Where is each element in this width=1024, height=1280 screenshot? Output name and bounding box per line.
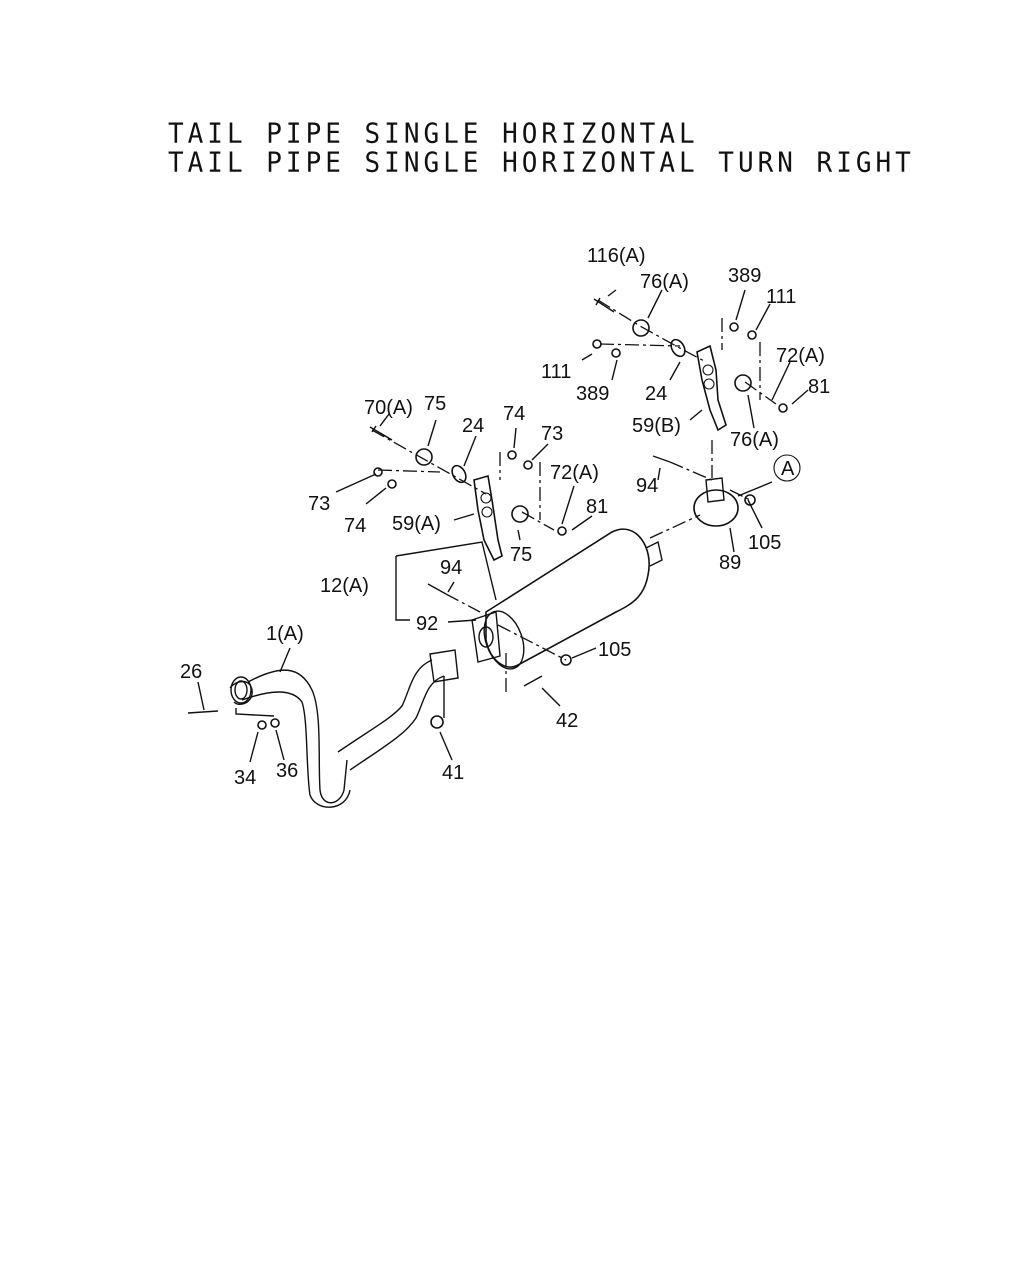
callout-12a: 12(A) [320,575,369,597]
callout-labels: 116(A) 76(A) 389 111 111 389 24 72(A) 81… [180,245,830,789]
exhaust-pipe [229,649,459,808]
callout-75-top: 75 [424,393,446,415]
callout-81-right: 81 [808,376,830,398]
callout-42: 42 [556,710,578,732]
callout-24-right: 24 [645,383,667,405]
leader-lines [197,289,809,763]
callout-389-mid: 389 [576,383,609,405]
callout-73-left: 73 [308,493,330,515]
callout-116a: 116(A) [587,245,646,267]
callout-89: 89 [719,552,741,574]
clamp-89 [652,455,756,527]
callout-76a-bottom: 76(A) [730,429,779,451]
bracket-59a [369,425,567,562]
callout-70a: 70(A) [364,397,413,419]
callout-41: 41 [442,762,464,784]
callout-111-top: 111 [766,286,796,308]
callout-105-left: 105 [598,639,631,661]
callout-74-left: 74 [344,515,366,537]
callout-73-top: 73 [541,423,563,445]
callout-26: 26 [180,661,202,683]
callout-105-right: 105 [748,532,781,554]
callout-59b: 59(B) [632,415,681,437]
callout-a-circle: A [781,458,795,480]
diagram-title-line-2: TAIL PIPE SINGLE HORIZONTAL TURN RIGHT [168,147,915,179]
callout-94-right: 94 [636,475,658,497]
hardware [187,583,572,730]
callout-72a-left: 72(A) [550,462,599,484]
callout-72a-right: 72(A) [776,345,825,367]
callout-389-top: 389 [728,265,761,287]
callout-76a-top: 76(A) [640,271,689,293]
callout-34: 34 [234,767,256,789]
diagram-title-line-1: TAIL PIPE SINGLE HORIZONTAL [168,118,699,150]
callout-1a: 1(A) [266,623,304,645]
callout-111-mid: 111 [541,361,571,383]
callout-59a: 59(A) [392,513,441,535]
callout-24-left: 24 [462,415,484,437]
muffler [471,528,663,670]
callout-94-left: 94 [440,557,462,579]
callout-92: 92 [416,613,438,635]
callout-74-top: 74 [503,403,525,425]
bracket-59b [592,297,788,432]
callout-81-left: 81 [586,496,608,518]
callout-75-bottom: 75 [510,544,532,566]
callout-36: 36 [276,760,298,782]
